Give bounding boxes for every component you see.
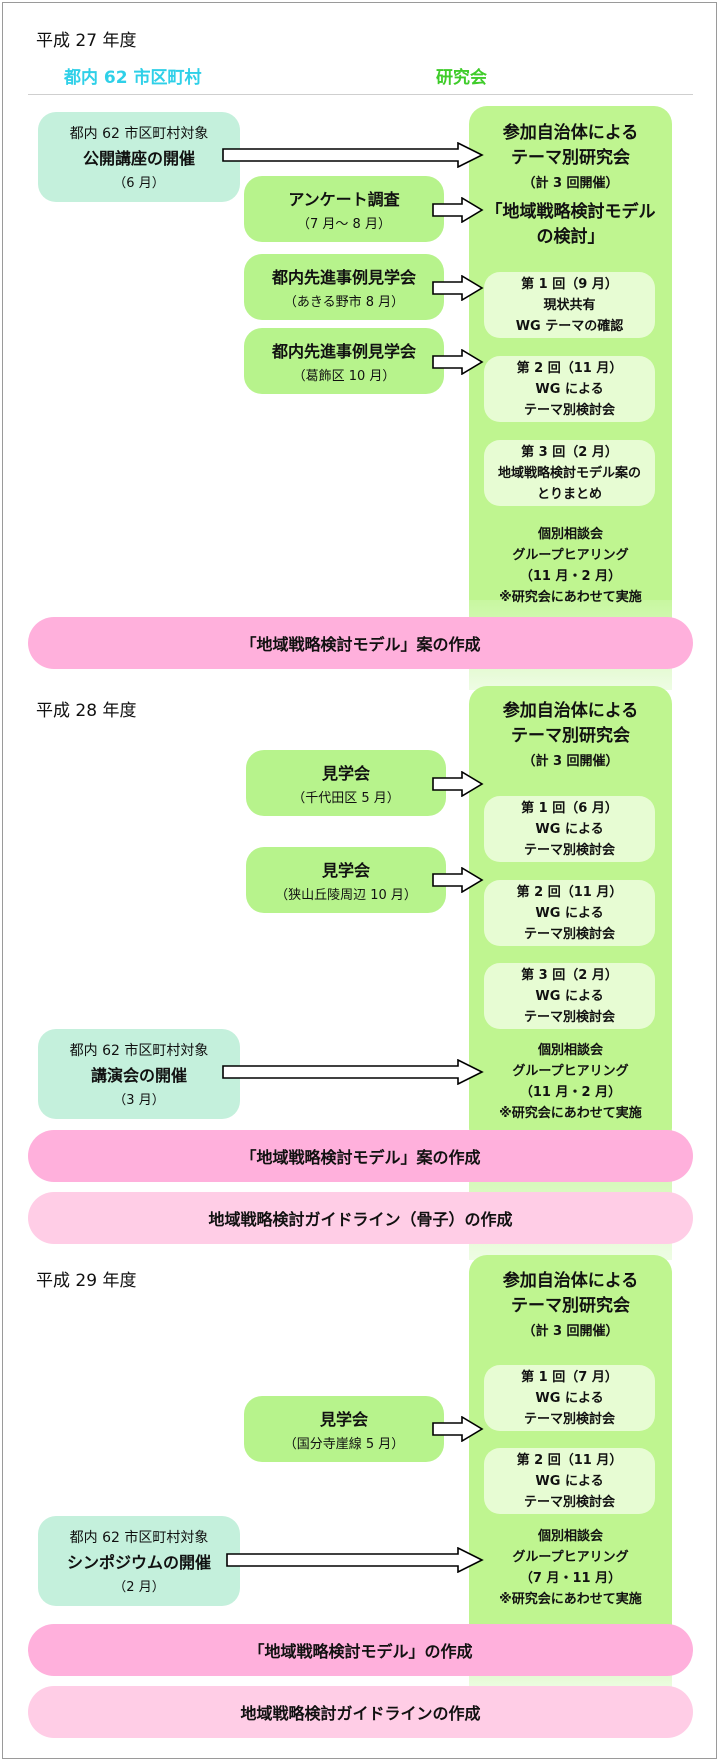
session-2-h27: 第 2 回（11 月）WG によるテーマ別検討会: [484, 356, 655, 422]
bar-model-draft-h28: 「地域戦略検討モデル」案の作成: [28, 1130, 693, 1182]
session-2-h28: 第 2 回（11 月）WG によるテーマ別検討会: [484, 880, 655, 946]
consult-h29: 個別相談会グループヒアリング（7 月・11 月）※研究会にあわせて実施: [499, 1529, 642, 1607]
consult-h27: 個別相談会グループヒアリング（11 月・2 月）※研究会にあわせて実施: [499, 527, 642, 605]
session-1-h28: 第 1 回（6 月）WG によるテーマ別検討会: [484, 796, 655, 862]
arrow-right-icon: [432, 275, 484, 301]
arrow-right-icon: [222, 1059, 484, 1085]
survey-box: アンケート調査 （7 月～ 8 月）: [244, 176, 444, 242]
bar-model-h29: 「地域戦略検討モデル」の作成: [28, 1624, 693, 1676]
arrow-right-icon: [432, 771, 484, 797]
bar-model-draft-h27: 「地域戦略検討モデル」案の作成: [28, 617, 693, 669]
arrow-right-icon: [432, 867, 484, 893]
lecture-event-box: 都内 62 市区町村対象 講演会の開催 （3 月）: [38, 1029, 240, 1119]
arrow-right-icon: [432, 197, 484, 223]
header-divider: [28, 94, 693, 95]
bar-guideline-outline-h28: 地域戦略検討ガイドライン（骨子）の作成: [28, 1192, 693, 1244]
arrow-right-icon: [432, 1416, 484, 1442]
research-title-h29: 参加自治体による テーマ別研究会 （計 3 回開催）: [502, 1271, 639, 1339]
header-research-group: 研究会: [436, 68, 487, 88]
year-label-h29: 平成 29 年度: [36, 1271, 137, 1291]
site-visit-box-akiruno: 都内先進事例見学会 （あきる野市 8 月）: [244, 254, 444, 320]
site-visit-box-sayama: 見学会 （狭山丘陵周辺 10 月）: [246, 847, 446, 913]
symposium-box: 都内 62 市区町村対象 シンポジウムの開催 （2 月）: [38, 1516, 240, 1606]
session-2-h29: 第 2 回（11 月）WG によるテーマ別検討会: [484, 1448, 655, 1514]
public-lecture-box: 都内 62 市区町村対象 公開講座の開催 （6 月）: [38, 112, 240, 202]
site-visit-box-katsushika: 都内先進事例見学会 （葛飾区 10 月）: [244, 328, 444, 394]
session-3-h28: 第 3 回（2 月）WG によるテーマ別検討会: [484, 963, 655, 1029]
site-visit-box-kokubunji: 見学会 （国分寺崖線 5 月）: [244, 1396, 444, 1462]
arrow-right-icon: [222, 142, 484, 168]
bar-guideline-h29: 地域戦略検討ガイドラインの作成: [28, 1686, 693, 1738]
research-title-h27: 参加自治体による テーマ別研究会 （計 3 回開催） 「地域戦略検討モデル の検…: [485, 123, 656, 247]
session-1-h29: 第 1 回（7 月）WG によるテーマ別検討会: [484, 1365, 655, 1431]
session-3-h27: 第 3 回（2 月）地域戦略検討モデル案のとりまとめ: [484, 440, 655, 506]
header-municipalities: 都内 62 市区町村: [64, 68, 202, 88]
arrow-right-icon: [432, 349, 484, 375]
research-title-h28: 参加自治体による テーマ別研究会 （計 3 回開催）: [502, 701, 639, 769]
arrow-right-icon: [226, 1547, 484, 1573]
consult-h28: 個別相談会グループヒアリング（11 月・2 月）※研究会にあわせて実施: [499, 1043, 642, 1121]
year-label-h27: 平成 27 年度: [36, 31, 137, 51]
site-visit-box-chiyoda: 見学会 （千代田区 5 月）: [246, 750, 446, 816]
year-label-h28: 平成 28 年度: [36, 701, 137, 721]
